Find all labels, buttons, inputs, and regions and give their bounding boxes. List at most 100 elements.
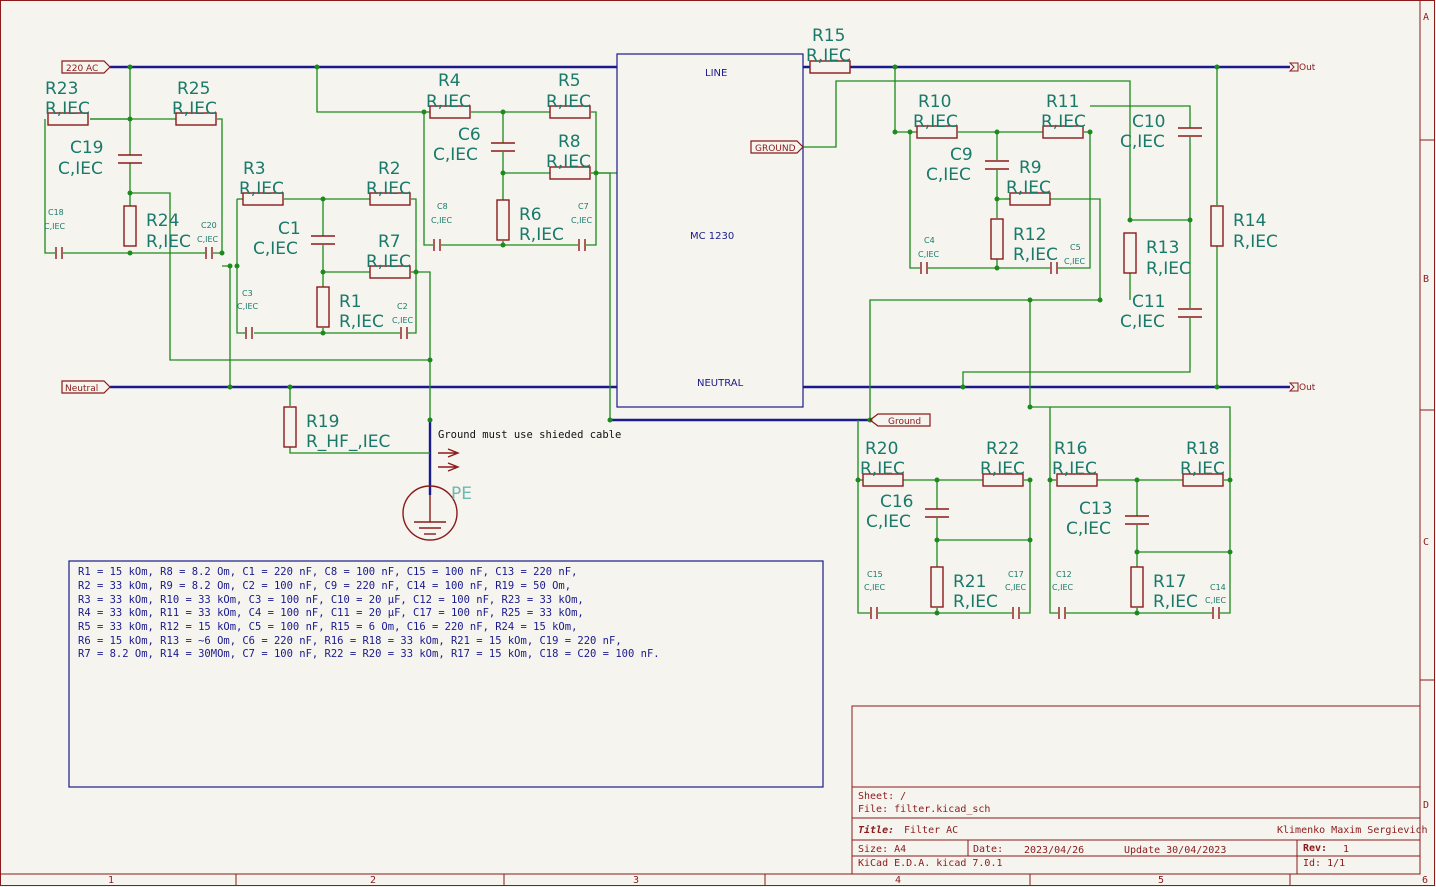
net-labels: 220 AC Neutral GROUND Ground Out Out <box>61 60 1316 427</box>
label-220ac: 220 AC <box>66 64 98 74</box>
component-ref: R9 <box>1019 158 1042 178</box>
component-value: C,IEC <box>864 583 886 592</box>
resistor-body <box>982 473 1024 487</box>
resistor-body <box>549 105 591 119</box>
component-ref: C19 <box>70 138 104 158</box>
col-label-6: 6 <box>1422 875 1428 886</box>
resistor-body <box>1009 192 1051 206</box>
label-ground-in: GROUND <box>755 144 796 154</box>
resistor-body <box>369 265 411 279</box>
note-line-4: R4 = 33 kOm, R11 = 33 kOm, C4 = 100 nF, … <box>78 607 584 619</box>
power-buses <box>110 65 1290 495</box>
ic-pin-line: LINE <box>705 68 727 79</box>
component-ref: C3 <box>242 289 253 298</box>
component-ref: R7 <box>378 232 401 252</box>
component-r1: R1R,IEC <box>316 286 384 332</box>
component-value: R,IEC <box>546 92 591 112</box>
component-ref: R15 <box>812 26 845 46</box>
component-ref: R1 <box>339 292 362 312</box>
component-ref: R25 <box>177 79 210 99</box>
col-label-2: 2 <box>370 875 376 886</box>
component-ref: R19 <box>306 412 339 432</box>
tb-author: Klimenko Maxim Sergievich <box>1277 825 1428 836</box>
title-block: Sheet: / File: filter.kicad_sch Title: F… <box>851 705 1428 875</box>
resistor-body <box>916 125 958 139</box>
component-ref: R8 <box>558 132 581 152</box>
component-value: C,IEC <box>392 316 414 325</box>
component-value: C,IEC <box>571 216 593 225</box>
component-c6: C6C,IEC <box>433 125 515 165</box>
row-label-b: B <box>1423 274 1429 285</box>
components: R23R,IECR25R,IECC19C,IECR24R,IECC18C,IEC… <box>44 26 1278 619</box>
ic-pin-neutral: NEUTRAL <box>697 378 744 389</box>
note-line-7: R7 = 8.2 Om, R14 = 30MOm, C7 = 100 nF, R… <box>78 648 660 660</box>
row-label-c: C <box>1423 537 1429 548</box>
component-value: C,IEC <box>1052 583 1074 592</box>
component-value: C,IEC <box>1064 257 1086 266</box>
resistor-body <box>1042 125 1084 139</box>
tb-update: Update 30/04/2023 <box>1124 845 1226 856</box>
tb-rev-label: Rev: <box>1303 843 1327 854</box>
component-ref: R18 <box>1186 439 1219 459</box>
component-ref: C17 <box>1008 570 1024 579</box>
component-ref: R16 <box>1054 439 1087 459</box>
tb-file: File: filter.kicad_sch <box>858 804 990 815</box>
label-neutral: Neutral <box>65 384 98 394</box>
pe-ground-symbol: PE Ground must use shieded cable <box>402 429 621 541</box>
resistor-body <box>242 192 284 206</box>
component-ref: C14 <box>1210 583 1226 592</box>
component-value: R,IEC <box>1153 592 1198 612</box>
component-ref: C11 <box>1132 292 1166 312</box>
component-value: C,IEC <box>926 165 971 185</box>
component-value: R_HF_,IEC <box>306 432 390 452</box>
component-ref: C13 <box>1079 499 1113 519</box>
component-c4: C4C,IEC <box>918 236 940 274</box>
component-ref: C8 <box>437 202 448 211</box>
component-value: C,IEC <box>1120 312 1165 332</box>
note-line-1: R1 = 15 kOm, R8 = 8.2 Om, C1 = 220 nF, C… <box>78 566 577 578</box>
component-ref: R5 <box>558 71 581 91</box>
component-ref: C10 <box>1132 112 1166 132</box>
component-ref: C20 <box>201 221 217 230</box>
component-ref: C18 <box>48 208 64 217</box>
component-r5: R5R,IEC <box>546 71 591 119</box>
tb-date: 2023/04/26 <box>1024 845 1084 856</box>
note-line-6: R6 = 15 kOm, R13 = ~6 Om, C6 = 220 nF, R… <box>78 635 622 647</box>
resistor-body <box>549 166 591 180</box>
component-value: R,IEC <box>1006 178 1051 198</box>
component-ref: R23 <box>45 79 78 99</box>
component-ref: R21 <box>953 572 986 592</box>
component-value: R,IEC <box>1233 232 1278 252</box>
label-out-1: Out <box>1299 63 1316 73</box>
component-value: R,IEC <box>172 99 217 119</box>
component-value: R,IEC <box>1180 459 1225 479</box>
component-value: C,IEC <box>866 512 911 532</box>
row-label-d: D <box>1423 800 1429 811</box>
component-value: R,IEC <box>1013 245 1058 265</box>
resistor-body <box>369 192 411 206</box>
tb-sheet: Sheet: / <box>858 791 906 802</box>
component-value: R,IEC <box>339 312 384 332</box>
component-ref: R24 <box>146 211 179 231</box>
component-value: R,IEC <box>806 46 851 66</box>
resistor-body <box>429 105 471 119</box>
component-c1: C1C,IEC <box>253 219 335 259</box>
ic-mc1230: LINE MC 1230 NEUTRAL <box>616 53 804 408</box>
resistor-body <box>283 406 297 448</box>
